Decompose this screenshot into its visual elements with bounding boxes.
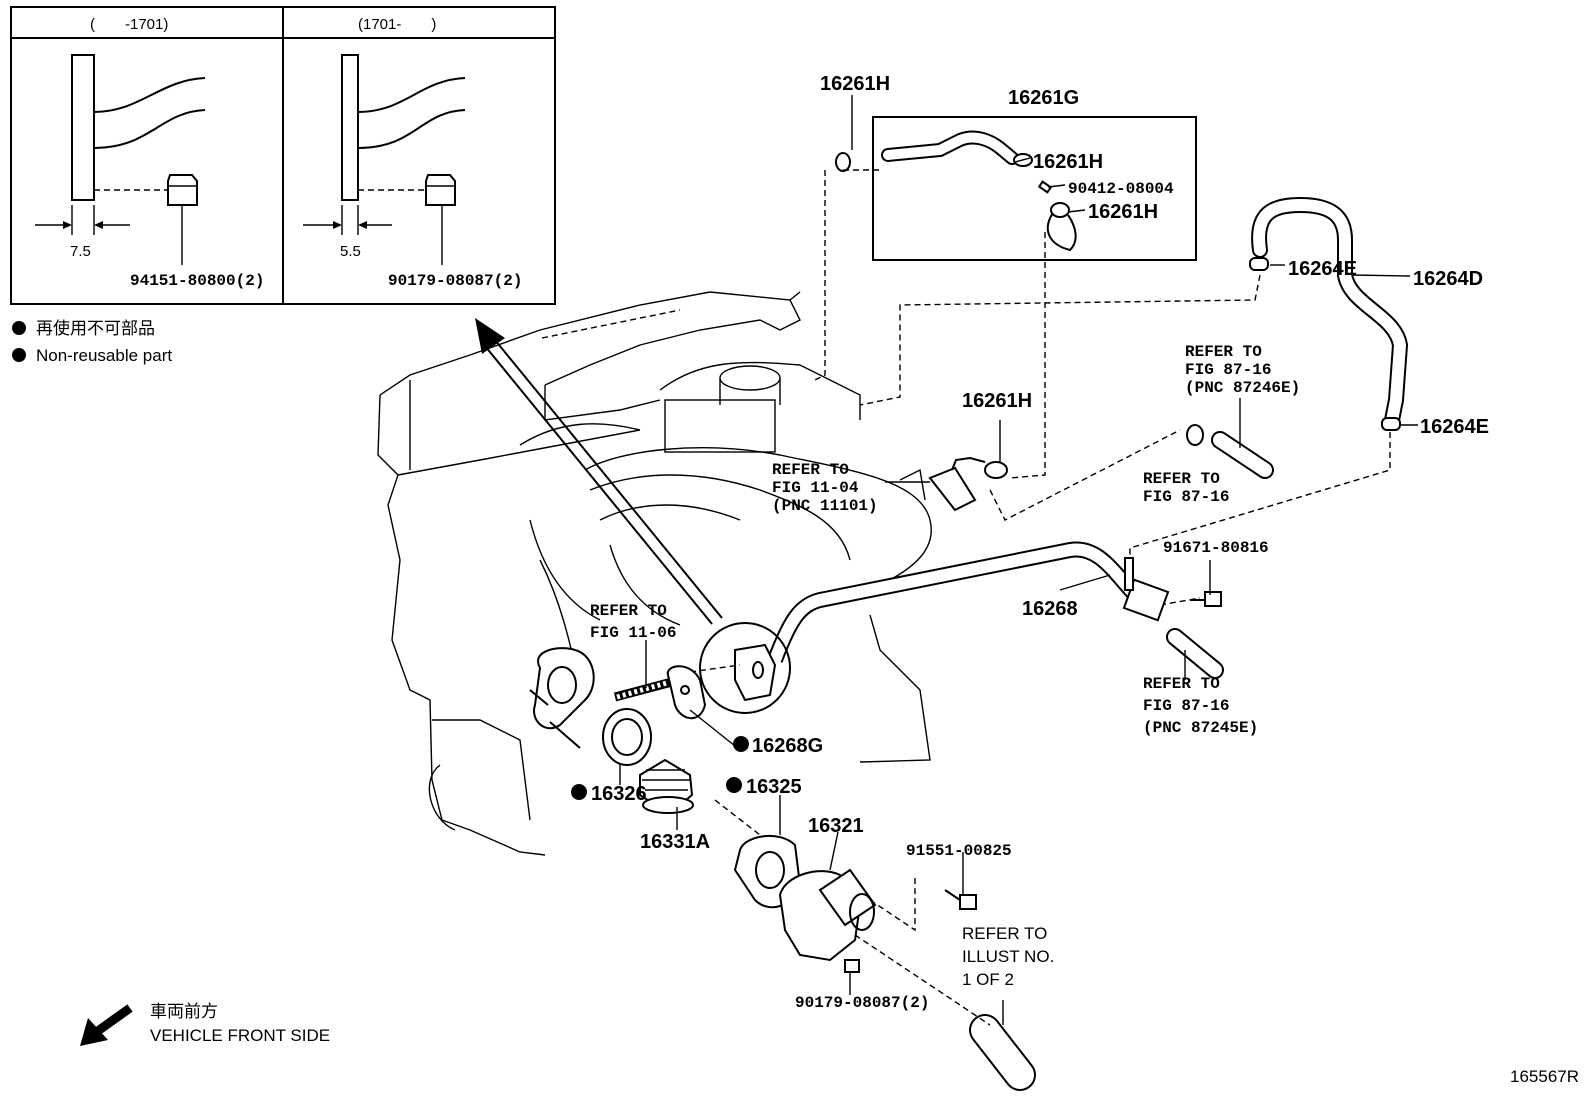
clamp-icon [1249,257,1269,271]
callout-16261H-b: 16261H [1088,201,1158,223]
clamp-icon [1050,202,1070,218]
refer-block-illust: REFER TO ILLUST NO. 1 OF 2 [962,924,1054,989]
callout-16261H-top: 16261H [820,73,890,95]
inset-left-dimension: 7.5 [70,243,91,260]
housing-flange [529,647,595,749]
legend-en: Non-reusable part [36,346,172,365]
union-fitting [928,456,1008,512]
legend-jp: 再使用不可部品 [36,318,155,338]
refer-block-87246E: REFER TO FIG 87-16 (PNC 87246E) [1185,343,1300,397]
clamp-icon [1037,180,1053,194]
callout-16331A: 16331A [640,831,710,853]
inset-right-part-number: 90179-08087(2) [388,272,522,290]
pipe-fitting [1122,557,1170,622]
callout-16264E-top: 16264E [1288,258,1357,280]
bullet-icon [12,348,26,362]
bolt-icon [1190,591,1222,607]
refer-line: 1 OF 2 [962,970,1014,989]
seal-16326 [602,708,652,766]
inset-right-dimension: 5.5 [340,243,361,260]
nut-icon [844,959,860,973]
clamp-icon [835,152,851,172]
inset-right-figure: 5.5 90179-08087(2) [303,54,522,290]
gasket-16268G [666,665,707,720]
non-reusable-bullet-icon [571,784,587,800]
clamp-icon [1381,417,1401,431]
refer-line: REFER TO [962,924,1047,943]
bolt-icon [944,889,977,910]
detail-pointer-arrow [475,318,723,625]
inlet-16321 [778,868,877,962]
front-arrow-icon [92,1004,133,1037]
non-reusable-bullet-icon [726,777,742,793]
callout-90179-08087: 90179-08087(2) [795,994,929,1012]
callout-16321: 16321 [808,815,864,837]
non-reusable-bullet-icon [733,736,749,752]
figure-id: 165567R [1510,1067,1579,1086]
inset-left-part-number: 94151-80800(2) [130,272,264,290]
refer-line: REFER TO [1185,343,1262,361]
inset-right-header: (1701- ) [358,16,436,33]
refer-line: (PNC 87246E) [1185,379,1300,397]
refer-block-87245E: REFER TO FIG 87-16 (PNC 87245E) [1143,675,1258,737]
vehicle-front-indicator: 車両前方 VEHICLE FRONT SIDE [80,1002,330,1046]
pipe-16268 [767,541,1146,663]
inset-detail-box: ( -1701) (1701- ) 7.5 94151-80800(2) [10,6,556,305]
refer-block-11101: REFER TO FIG 11-04 (PNC 11101) [772,461,878,515]
refer-line: ILLUST NO. [962,947,1054,966]
callout-16261G: 16261G [1008,87,1079,109]
callout-90412-08004: 90412-08004 [1068,180,1174,198]
zoom-circle-detail [689,622,791,714]
callout-16261H-a: 16261H [1033,151,1103,173]
front-side-jp: 車両前方 [150,1002,218,1021]
callout-91671-80816: 91671-80816 [1163,539,1269,557]
refer-line: FIG 87-16 [1185,361,1271,379]
callout-91551-00825: 91551-00825 [906,842,1012,860]
refer-block-87-16: REFER TO FIG 87-16 [1143,470,1229,506]
engine-outline [377,291,932,856]
callout-16268G: 16268G [752,735,823,757]
bullet-icon [12,321,26,335]
refer-line: (PNC 87245E) [1143,719,1258,737]
refer-line: FIG 87-16 [1143,488,1229,506]
refer-line: FIG 11-06 [590,624,676,642]
legend: 再使用不可部品 Non-reusable part [12,318,172,365]
assembly-box-16261G [872,116,1197,261]
callout-16264E-bottom: 16264E [1420,416,1489,438]
refer-line: FIG 87-16 [1143,697,1229,715]
callout-16268: 16268 [1022,598,1078,620]
refer-line: REFER TO [772,461,849,479]
callout-16261H-mid: 16261H [962,390,1032,412]
inset-left-header: ( -1701) [90,16,168,33]
leader-lines [619,95,1418,1025]
stud-bolt [613,677,674,702]
refer-line: FIG 11-04 [772,479,859,497]
refer-line: REFER TO [1143,675,1220,693]
front-side-en: VEHICLE FRONT SIDE [150,1026,330,1045]
callout-16325: 16325 [746,776,802,798]
refer-line: REFER TO [590,602,667,620]
clamp-icon [1186,424,1204,446]
front-arrow-head-icon [80,1018,108,1046]
refer-line: (PNC 11101) [772,497,878,515]
thermostat-16331A [639,758,694,814]
refer-line: REFER TO [1143,470,1220,488]
inset-left-figure: 7.5 94151-80800(2) [35,54,264,290]
callout-16264D: 16264D [1413,268,1483,290]
refer-block-11-06: REFER TO FIG 11-06 [590,602,676,642]
callout-16326: 16326 [591,783,647,805]
